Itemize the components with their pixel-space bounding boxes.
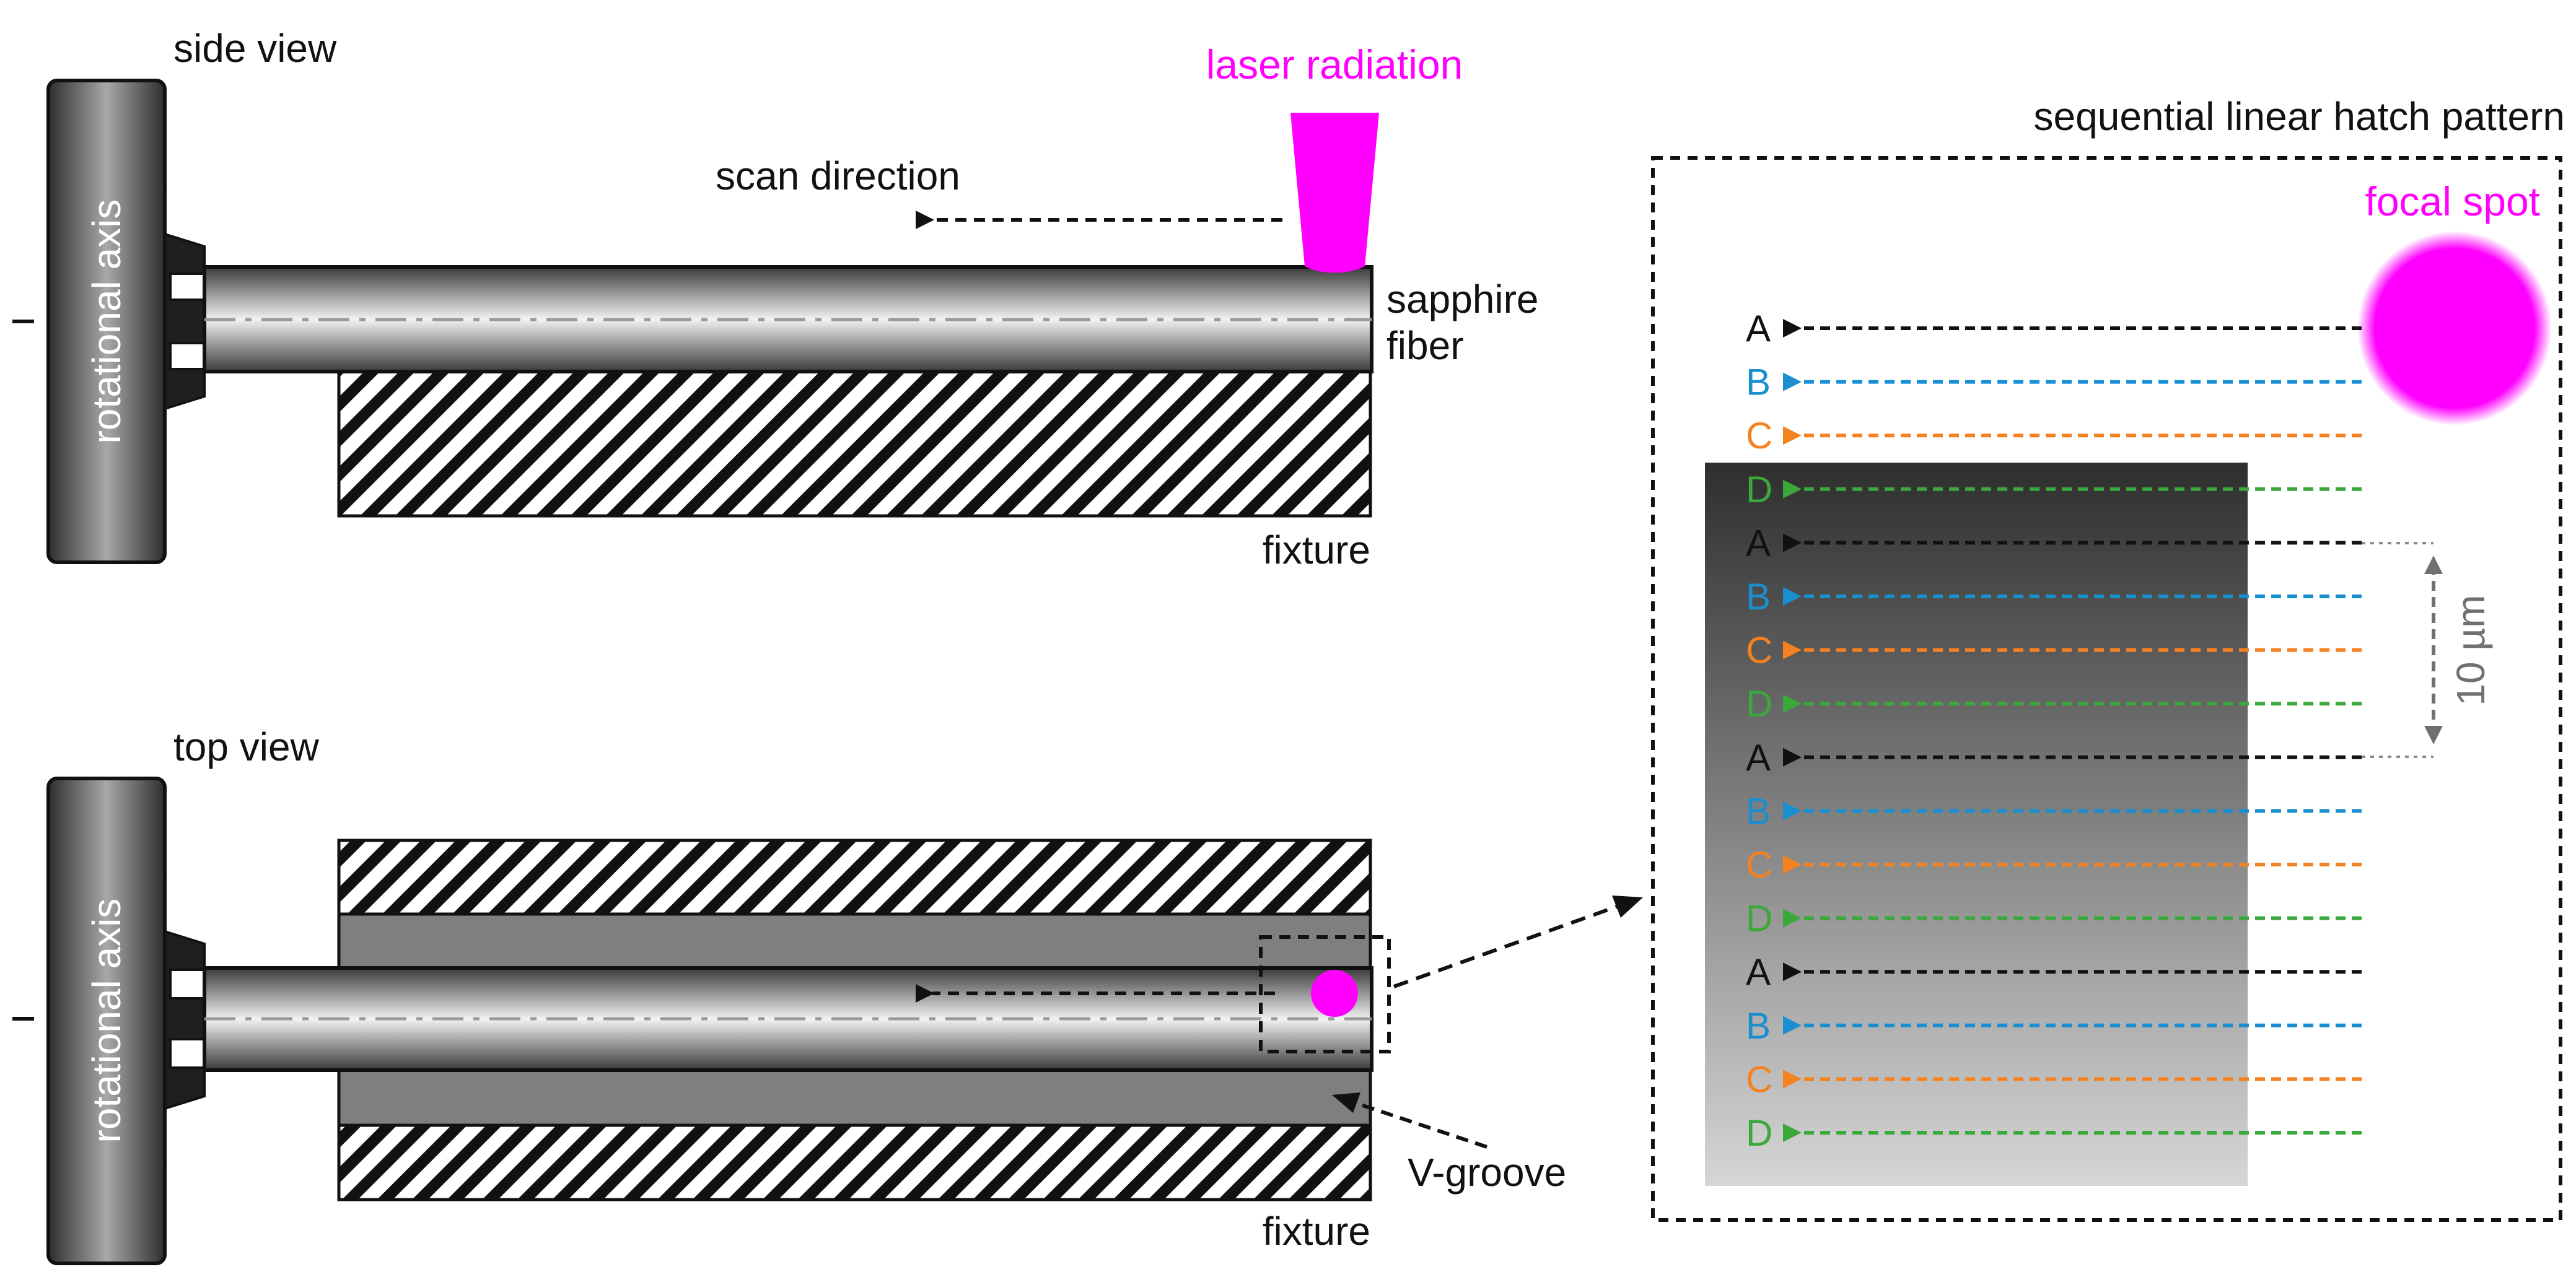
hatch-row-letter: D bbox=[1746, 1112, 1772, 1154]
zoom-arrow-head bbox=[1612, 896, 1643, 918]
hatch-row-letter: A bbox=[1746, 308, 1771, 349]
hatch-row-letter: A bbox=[1746, 951, 1771, 993]
hatch-row-letter: D bbox=[1746, 683, 1772, 725]
hatch-row-letter: B bbox=[1746, 1005, 1771, 1047]
scan-direction-label: scan direction bbox=[716, 154, 960, 198]
side-fixture-label: fixture bbox=[1263, 528, 1370, 572]
v-groove-arrow-head bbox=[1332, 1092, 1360, 1113]
hatch-row-letter: C bbox=[1746, 630, 1772, 671]
hatch-row-letter: A bbox=[1746, 737, 1771, 778]
chuck-jaws-top bbox=[164, 930, 206, 1110]
top-fixture-upper bbox=[337, 839, 1372, 916]
top-fixture-lower bbox=[337, 1123, 1372, 1201]
hatch-row-letter: C bbox=[1746, 415, 1772, 456]
hatch-row-letter: C bbox=[1746, 844, 1772, 886]
v-groove-label: V-groove bbox=[1408, 1150, 1566, 1195]
focal-spot-label: focal spot bbox=[2365, 178, 2541, 224]
v-groove-arrow bbox=[1353, 1100, 1487, 1149]
hatch-row-letter: D bbox=[1746, 469, 1772, 510]
hatch-row-letter: D bbox=[1746, 898, 1772, 939]
zoom-box bbox=[1259, 935, 1391, 1053]
hatch-row-letter: B bbox=[1746, 790, 1771, 832]
zoom-arrow bbox=[1393, 904, 1619, 988]
focal-spot-large bbox=[2357, 231, 2552, 425]
top-view-label: top view bbox=[173, 725, 320, 769]
side-view-label: side view bbox=[173, 26, 337, 71]
hatch-pattern-frame bbox=[1651, 156, 2562, 1222]
laser-radiation-label: laser radiation bbox=[1206, 41, 1463, 87]
hatch-row-letter: C bbox=[1746, 1058, 1772, 1100]
laser-beam bbox=[1290, 113, 1379, 273]
rotational-axis-label-top: rotational axis bbox=[84, 899, 129, 1143]
hatch-row-letter: B bbox=[1746, 576, 1771, 617]
fiber-label: fiber bbox=[1387, 323, 1464, 368]
spacing-label: 10 µm bbox=[2448, 595, 2493, 705]
focal-spot-small bbox=[1311, 970, 1358, 1017]
side-fixture bbox=[337, 370, 1372, 518]
top-fixture-label: fixture bbox=[1263, 1209, 1370, 1253]
chuck-jaws bbox=[164, 232, 206, 411]
sapphire-label: sapphire bbox=[1387, 277, 1539, 321]
hatch-pattern-panel: sequential linear hatch pattern focal sp… bbox=[1651, 94, 2565, 1222]
sample-area bbox=[1705, 463, 2248, 1186]
side-view: side view rotational axis laser radiatio… bbox=[12, 26, 1539, 572]
top-view: top view rotational axis V-groove fixtur… bbox=[12, 725, 1643, 1265]
hatch-pattern-title: sequential linear hatch pattern bbox=[2034, 94, 2565, 139]
hatch-row-letter: B bbox=[1746, 362, 1771, 403]
hatch-row-letter: A bbox=[1746, 522, 1771, 564]
rotational-axis-label: rotational axis bbox=[84, 199, 129, 444]
